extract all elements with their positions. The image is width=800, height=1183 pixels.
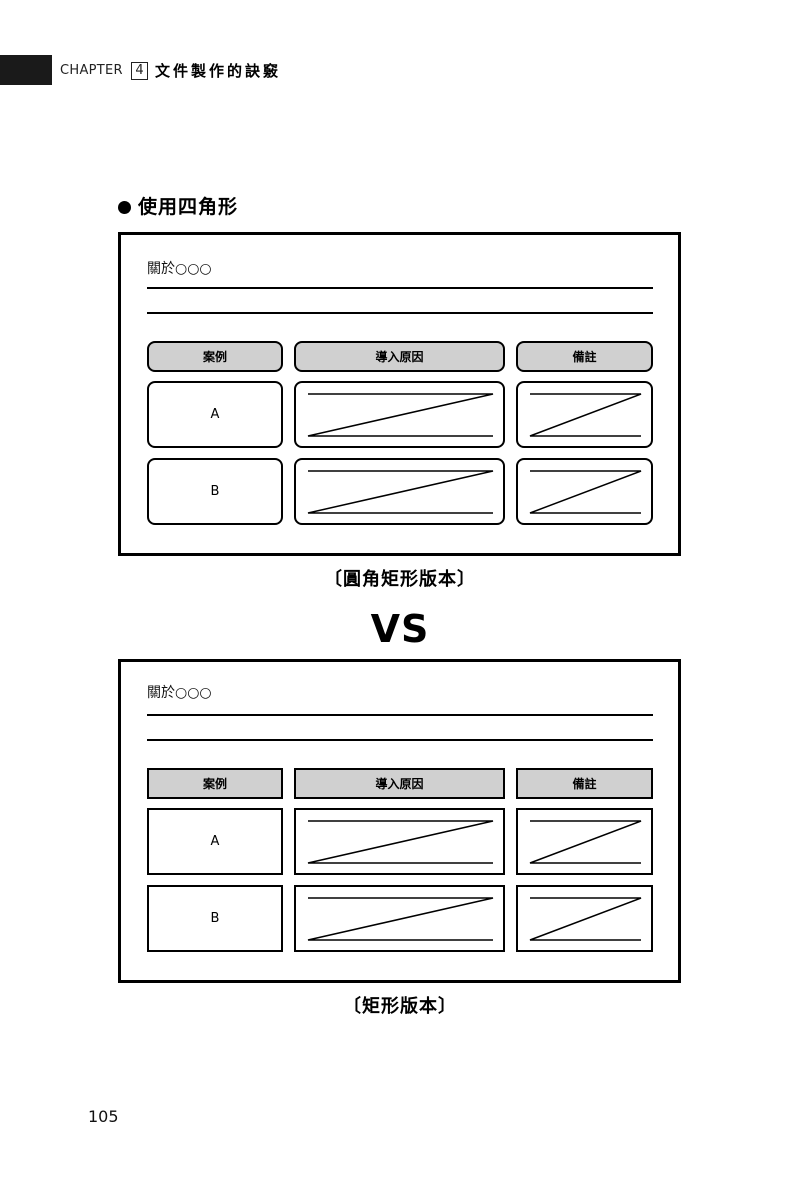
square-table-figure: 關於○○○ 案例 導入原因 備註 A B [118, 659, 681, 983]
section-title: 使用四角形 [138, 196, 239, 218]
table-cell-reason-a [294, 381, 505, 448]
column-header-label: 備註 [572, 350, 597, 364]
table-cell-notes-b [516, 458, 653, 525]
z-placeholder-lines [530, 394, 641, 436]
z-placeholder-lines [308, 898, 493, 940]
z-placeholder-lines [530, 471, 641, 513]
bullet-icon [118, 201, 131, 214]
title-line-1 [147, 287, 653, 289]
column-header-reason: 導入原因 [294, 341, 505, 372]
table-cell-reason-b [294, 458, 505, 525]
title-line-2 [147, 739, 653, 741]
z-placeholder-lines [308, 394, 493, 436]
z-placeholder-lines [308, 821, 493, 863]
column-header-reason: 導入原因 [294, 768, 505, 799]
column-header-label: 案例 [202, 777, 227, 791]
figure-caption-rounded: 〔圓角矩形版本〕 [324, 569, 476, 590]
chapter-number-box: 4 [131, 62, 148, 80]
figure-title: 關於○○○ [147, 685, 212, 701]
table-cell-notes-a [516, 381, 653, 448]
figure-caption-square: 〔矩形版本〕 [343, 996, 457, 1017]
column-header-case: 案例 [147, 341, 283, 372]
z-placeholder-lines [308, 471, 493, 513]
title-line-1 [147, 714, 653, 716]
table-cell-case-a: A [147, 381, 283, 448]
column-header-label: 導入原因 [375, 350, 424, 364]
row-label: B [210, 911, 220, 926]
row-label: A [210, 834, 220, 849]
column-header-label: 案例 [202, 350, 227, 364]
table-cell-notes-a [516, 808, 653, 875]
column-header-label: 導入原因 [375, 777, 424, 791]
table-cell-case-b: B [147, 458, 283, 525]
page-number: 105 [88, 1107, 119, 1126]
column-header-notes: 備註 [516, 768, 653, 799]
table-cell-case-a: A [147, 808, 283, 875]
table-cell-notes-b [516, 885, 653, 952]
column-header-label: 備註 [572, 777, 597, 791]
figure-title: 關於○○○ [147, 261, 212, 277]
chapter-title: 文件製作的訣竅 [155, 62, 282, 80]
table-cell-reason-a [294, 808, 505, 875]
rounded-table-figure: 關於○○○ 案例 導入原因 備註 A B [118, 232, 681, 556]
column-header-case: 案例 [147, 768, 283, 799]
title-line-2 [147, 312, 653, 314]
table-cell-reason-b [294, 885, 505, 952]
table-cell-case-b: B [147, 885, 283, 952]
column-header-notes: 備註 [516, 341, 653, 372]
row-label: B [210, 484, 220, 499]
chapter-marker-bar [0, 55, 52, 85]
row-label: A [210, 407, 220, 422]
z-placeholder-lines [530, 821, 641, 863]
vs-label: VS [370, 607, 430, 651]
z-placeholder-lines [530, 898, 641, 940]
chapter-label: CHAPTER [60, 63, 123, 78]
